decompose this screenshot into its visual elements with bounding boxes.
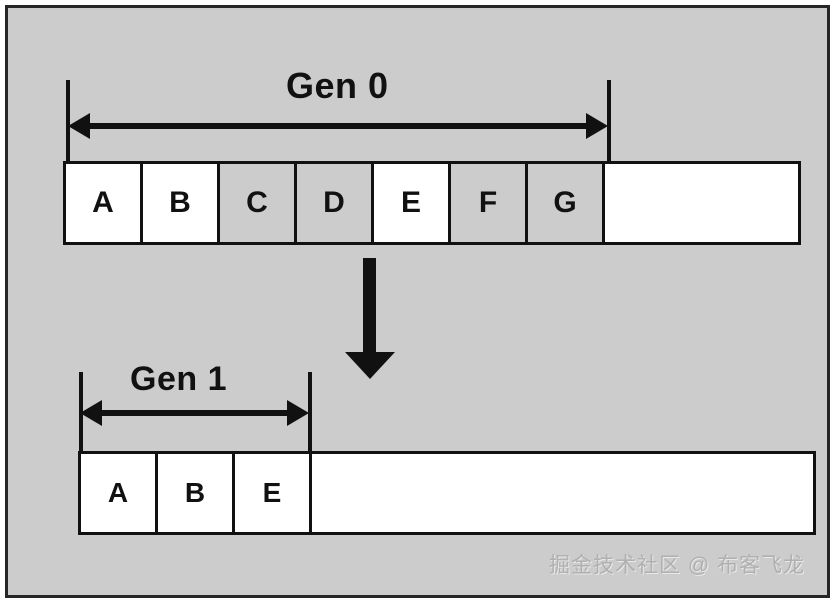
- gen1-span-tick-right: [308, 372, 312, 456]
- watermark-text: 掘金技术社区 @ 布客飞龙: [549, 554, 805, 577]
- gen1-arrow-head-left-icon: [80, 400, 102, 426]
- diagram-canvas: Gen 0 A B C D E F G Gen 1 A B E 掘金技术社区 @…: [5, 5, 830, 598]
- gen0-cell-a[interactable]: A: [66, 164, 143, 242]
- gen0-label: Gen 0: [286, 65, 389, 106]
- gen1-heap-row: A B E: [78, 451, 816, 535]
- gen1-span-arrow-line: [90, 410, 298, 416]
- gen1-cell-a[interactable]: A: [81, 454, 158, 532]
- flow-arrow-shaft: [363, 258, 376, 356]
- gen0-span-arrow-line: [78, 123, 598, 129]
- gen1-arrow-head-right-icon: [287, 400, 309, 426]
- gen0-arrow-head-left-icon: [68, 113, 90, 139]
- down-arrow-icon: [345, 352, 395, 379]
- gen0-heap-row: A B C D E F G: [63, 161, 801, 245]
- gen0-cell-d[interactable]: D: [297, 164, 374, 242]
- gen0-span-tick-right: [607, 80, 611, 166]
- gen0-cell-b[interactable]: B: [143, 164, 220, 242]
- gen1-label: Gen 1: [130, 360, 227, 398]
- gen0-cell-f[interactable]: F: [451, 164, 528, 242]
- gen0-cell-g[interactable]: G: [528, 164, 605, 242]
- gen0-cell-e[interactable]: E: [374, 164, 451, 242]
- gen1-free-space: [312, 454, 813, 532]
- gen1-cell-e[interactable]: E: [235, 454, 312, 532]
- gen1-cell-b[interactable]: B: [158, 454, 235, 532]
- gen0-cell-c[interactable]: C: [220, 164, 297, 242]
- gen0-free-space: [605, 164, 798, 242]
- gen0-arrow-head-right-icon: [586, 113, 608, 139]
